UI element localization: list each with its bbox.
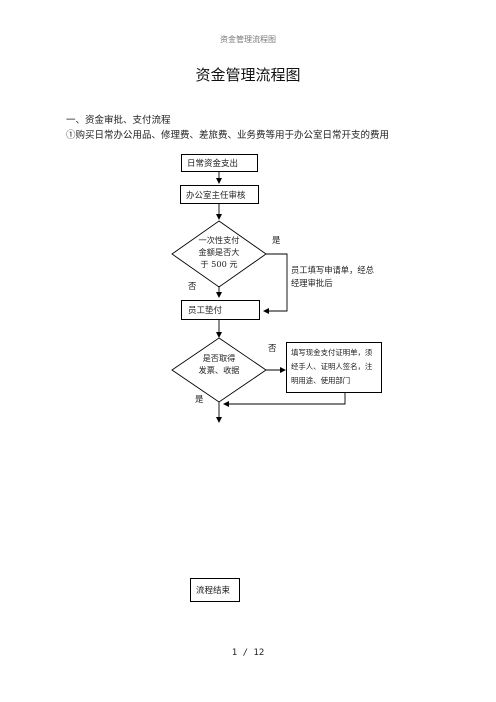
decision2-line2: 发票、收据 — [198, 365, 240, 375]
start-label: 日常资金支出 — [187, 159, 239, 169]
decision1-line1: 一次性支付 — [198, 235, 240, 245]
note1-line2: 经理审批后 — [291, 278, 333, 288]
advance-box: 员工垫付 — [181, 300, 260, 320]
note2-text: 填写现金支付证明单，须 经手人、证明人签名，注 明用途、使用部门 — [291, 346, 372, 388]
page-title: 资金管理流程图 — [195, 66, 301, 84]
decision1-line3: 于 500 元 — [200, 259, 238, 269]
note1-line1: 员工填写申请单，经总 — [291, 265, 374, 275]
decision2-line1: 是否取得 — [202, 353, 236, 363]
note2-line1: 填写现金支付证明单，须 — [291, 348, 373, 357]
page-number: 1 / 12 — [231, 648, 265, 658]
decision1-no-label: 否 — [188, 282, 197, 292]
end-label: 流程结束 — [196, 586, 231, 596]
arrow-note2-return — [223, 393, 346, 407]
note2-box: 填写现金支付证明单，须 经手人、证明人签名，注 明用途、使用部门 — [286, 342, 382, 393]
decision1-text: 一次性支付 金额是否大 于 500 元 — [184, 234, 254, 270]
decision2-diamond — [171, 337, 267, 403]
advance-label: 员工垫付 — [188, 306, 223, 316]
decision1-yes-label: 是 — [272, 236, 281, 246]
decision1-line2: 金额是否大 — [198, 247, 240, 257]
start-box: 日常资金支出 — [181, 154, 258, 172]
page-header: 资金管理流程图 — [220, 35, 276, 44]
decision2-no-label: 否 — [268, 344, 277, 354]
note1-text: 员工填写申请单，经总 经理审批后 — [291, 264, 374, 290]
decision1-diamond — [171, 220, 267, 288]
review-label: 办公室主任审核 — [186, 190, 246, 201]
arrow-decision1-yes — [263, 253, 288, 314]
decision2-text: 是否取得 发票、收据 — [184, 352, 254, 376]
review-box: 办公室主任审核 — [180, 185, 259, 204]
note2-line2: 经手人、证明人签名，注 — [291, 362, 373, 371]
section-heading: 一、资金审批、支付流程 — [66, 115, 171, 126]
decision2-yes-label: 是 — [195, 395, 204, 405]
end-box: 流程结束 — [190, 578, 240, 602]
note2-line3: 明用途、使用部门 — [291, 376, 351, 385]
item-description: ①购买日常办公用品、修理费、差旅费、业务费等用于办公室日常开支的费用 — [66, 130, 390, 141]
